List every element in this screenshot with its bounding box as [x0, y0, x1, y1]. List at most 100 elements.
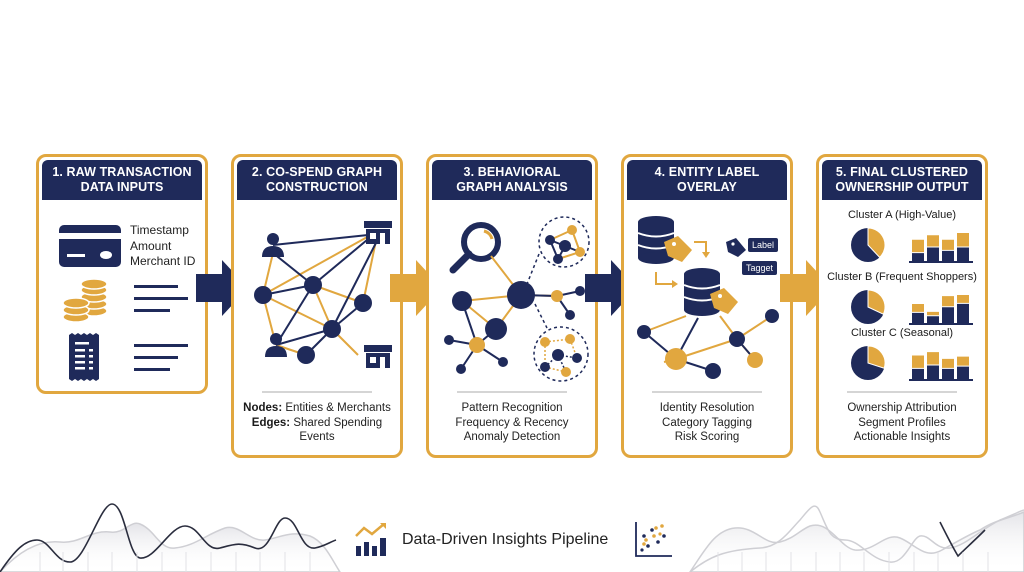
tag-badge: Tagget: [742, 261, 778, 275]
cluster-label: Cluster A (High-Value): [847, 209, 956, 221]
bar-segment-gold: [912, 355, 924, 368]
cluster-bar-chart: [909, 233, 973, 263]
step-title-line: 5. FINAL CLUSTERED: [835, 165, 969, 179]
trend-bar-chart-icon: [355, 523, 386, 556]
step-caption: Pattern Recognition Frequency & Recency …: [429, 401, 595, 445]
label-badge-text: Label: [752, 240, 775, 250]
bar-segment-navy: [912, 253, 924, 261]
text-placeholder-lines: [134, 285, 188, 312]
scatter-plot-icon: [635, 522, 672, 557]
bar-segment-navy: [957, 366, 969, 379]
field-merchant-id: Merchant ID: [130, 254, 196, 268]
caption-line: Actionable Insights: [853, 431, 951, 443]
bar-segment-gold: [957, 295, 969, 303]
bar-segment-navy: [942, 368, 954, 379]
text-placeholder-lines: [134, 344, 188, 371]
step-title-line: 3. BEHAVIORAL: [463, 165, 561, 179]
bar-segment-navy: [957, 303, 969, 323]
caption-line: Identity Resolution: [659, 402, 755, 414]
caption-line: Ownership Attribution: [847, 402, 957, 414]
entity-label-diagram: [637, 216, 779, 379]
step-title-line: 1. RAW TRANSACTION: [52, 165, 192, 179]
caption-key: Edges:: [251, 416, 291, 429]
behavioral-graph: [444, 216, 590, 382]
tag-icon: [710, 288, 738, 314]
cluster-label: Cluster B (Frequent Shoppers): [827, 271, 977, 283]
step-caption: Identity Resolution Category Tagging Ris…: [624, 401, 790, 445]
cluster-pie-chart: [851, 289, 886, 324]
divider: [262, 391, 372, 393]
pie-slice-gold: [867, 227, 886, 259]
caption-line: Frequency & Recency: [455, 416, 569, 429]
bar-segment-navy: [912, 368, 924, 379]
database-icon: [683, 268, 721, 316]
tag-badge-text: Tagget: [746, 263, 774, 273]
step-title-line: OVERLAY: [677, 180, 737, 194]
field-list: Timestamp Amount Merchant ID: [130, 223, 195, 270]
step-title-line: CONSTRUCTION: [266, 180, 368, 194]
divider: [847, 391, 957, 393]
bar-segment-gold: [927, 235, 939, 247]
bar-segment-navy: [942, 307, 954, 323]
caption-value: Shared Spending Events: [293, 416, 383, 444]
caption-value: Entities & Merchants: [285, 402, 391, 414]
bar-segment-gold: [927, 311, 939, 316]
person-icon: [262, 233, 284, 257]
bar-segment-navy: [912, 312, 924, 323]
caption-line: Risk Scoring: [674, 431, 740, 443]
bar-segment-gold: [942, 296, 954, 307]
step-title-line: DATA INPUTS: [80, 180, 164, 194]
divider: [652, 391, 762, 393]
bar-segment-gold: [957, 233, 969, 247]
credit-card-icon: [59, 225, 121, 267]
cluster-bar-chart: [909, 352, 973, 381]
receipt-icon: [69, 333, 99, 381]
database-icon: [637, 216, 675, 264]
pie-slice-gold: [867, 289, 886, 315]
decorative-wave-right: [689, 505, 1024, 572]
bar-segment-gold: [912, 239, 924, 253]
divider: [457, 391, 567, 393]
step-title-line: 2. CO-SPEND GRAPH: [251, 165, 383, 179]
bar-segment-navy: [927, 316, 939, 323]
caption-line: Segment Profiles: [858, 416, 946, 429]
store-icon: [364, 345, 392, 368]
step-title-line: OWNERSHIP OUTPUT: [835, 180, 969, 194]
cluster-pie-chart: [851, 227, 886, 262]
cluster-label: Cluster C (Seasonal): [850, 327, 954, 339]
caption-key: Nodes:: [243, 402, 283, 414]
bar-segment-navy: [942, 250, 954, 261]
cluster-pie-chart: [851, 345, 886, 380]
bar-segment-navy: [927, 247, 939, 261]
tag-icon: [726, 238, 746, 257]
bar-segment-gold: [927, 352, 939, 365]
step-title-line: GRAPH ANALYSIS: [456, 180, 568, 194]
store-icon: [364, 221, 392, 244]
step-caption: Nodes: Entities & Merchants Edges: Share…: [234, 401, 400, 445]
bar-segment-gold: [942, 239, 954, 250]
person-icon: [265, 333, 287, 357]
caption-line: Anomaly Detection: [463, 431, 561, 443]
tag-icon: [664, 236, 692, 262]
field-amount: Amount: [130, 238, 172, 253]
magnifier-icon: [449, 222, 501, 274]
step-title-line: 4. ENTITY LABEL: [654, 165, 760, 179]
bar-segment-navy: [927, 365, 939, 379]
bar-segment-navy: [957, 247, 969, 261]
step-caption: Ownership Attribution Segment Profiles A…: [819, 401, 985, 445]
coins-icon: [62, 278, 108, 323]
label-badge: Label: [748, 238, 779, 252]
field-timestamp: Timestamp: [130, 223, 189, 237]
pie-slice-gold: [867, 345, 886, 369]
cluster-bar-chart: [909, 295, 973, 325]
